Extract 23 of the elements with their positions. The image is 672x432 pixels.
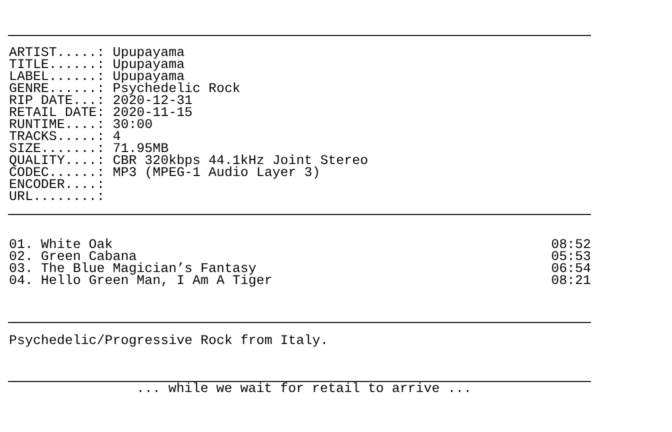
- info-line: URL........:: [9, 191, 105, 203]
- info-line: RETAIL DATE: 2020-11-15: [9, 107, 193, 119]
- track-title: 03. The Blue Magician’s Fantasy: [9, 263, 256, 275]
- info-line: ARTIST.....: Upupayama: [9, 47, 185, 59]
- info-line: LABEL......: Upupayama: [9, 71, 185, 83]
- footer-text: ... while we wait for retail to arrive ...: [136, 383, 472, 395]
- info-line: QUALITY....: CBR 320kbps 44.1kHz Joint Stereo: [9, 155, 368, 167]
- info-line: TRACKS.....: 4: [9, 131, 121, 143]
- track-title: 02. Green Cabana: [9, 251, 137, 263]
- track-title: 01. White Oak: [9, 239, 113, 251]
- info-line: GENRE......: Psychedelic Rock: [9, 83, 240, 95]
- info-line: SIZE.......: 71.95MB: [9, 143, 169, 155]
- info-line: CODEC......: MP3 (MPEG-1 Audio Layer 3): [9, 167, 320, 179]
- info-line: ENCODER....:: [9, 179, 105, 191]
- info-line: TITLE......: Upupayama: [9, 59, 185, 71]
- track-duration: 05:53: [551, 251, 591, 263]
- info-line: RUNTIME....: 30:00: [9, 119, 153, 131]
- info-line: RIP DATE...: 2020-12-31: [9, 95, 193, 107]
- track-title: 04. Hello Green Man, I Am A Tiger: [9, 275, 272, 287]
- description-text: Psychedelic/Progressive Rock from Italy.: [9, 335, 328, 347]
- track-duration: 08:52: [551, 239, 591, 251]
- track-duration: 06:54: [551, 263, 591, 275]
- track-duration: 08:21: [551, 275, 591, 287]
